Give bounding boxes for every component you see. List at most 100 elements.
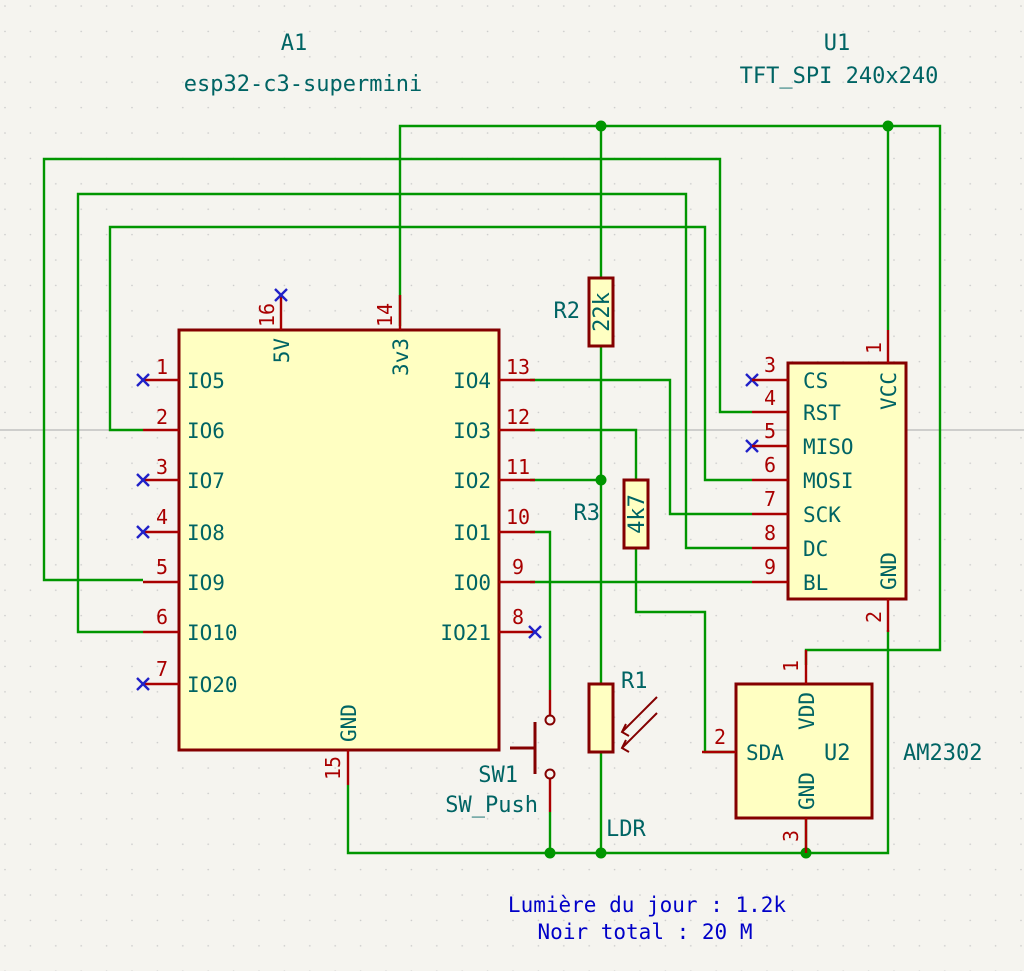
r1-value: LDR (606, 817, 646, 842)
no-connect-markers (136, 288, 759, 691)
wire-io10-dc (76, 192, 752, 634)
a1-value: esp32-c3-supermini (184, 72, 422, 97)
wire-io1-sw1 (530, 530, 552, 690)
a1-pin8-num: 8 (512, 605, 524, 629)
wires (42, 124, 942, 855)
a1-pin6-num: 6 (156, 605, 168, 629)
r2-body (587, 276, 615, 348)
light-arrows-icon (620, 696, 658, 753)
a1-pin1-num: 1 (156, 355, 168, 379)
r3-resistor[interactable]: R3 4k7 (574, 478, 651, 550)
a1-left-pins (143, 378, 179, 686)
r3-body (622, 478, 650, 550)
a1-pin12-name: IO3 (453, 419, 491, 443)
junction-dot (595, 847, 607, 859)
u1-pin1-num: 1 (862, 342, 886, 354)
a1-pin12-num: 12 (506, 405, 530, 429)
wire-io4-sck (530, 378, 752, 516)
a1-pin10-num: 10 (506, 505, 530, 529)
u1-pin5-num: 5 (764, 419, 776, 443)
r3-ref: R3 (574, 501, 601, 526)
sw1-ref: SW1 (478, 763, 518, 788)
a1-pin8-name: IO21 (440, 621, 491, 645)
no-connect-mark (136, 473, 150, 487)
u1-pin5-name: MISO (803, 435, 854, 459)
junction-dot (595, 120, 607, 132)
a1-pin14-num: 14 (373, 303, 397, 327)
u1-tft-display[interactable]: U1 TFT_SPI 240x240 3 4 5 6 7 8 9 CS RST … (740, 31, 939, 632)
u1-pin2-num: 2 (862, 611, 886, 623)
a1-body (177, 328, 501, 752)
a1-pin7-name: IO20 (187, 673, 238, 697)
u2-pin3-name: GND (795, 772, 819, 810)
u1-pin3-name: CS (803, 369, 828, 393)
a1-pin5-num: 5 (156, 555, 168, 579)
u1-pin4-num: 4 (764, 386, 776, 410)
sw1-contact (544, 714, 556, 726)
a1-ref: A1 (281, 31, 308, 56)
note-line2: Noir total : 20 M (538, 920, 753, 944)
a1-esp32-module[interactable]: A1 esp32-c3-supermini 1 2 3 4 5 6 7 IO5 … (143, 31, 535, 785)
r2-value: 22k (590, 292, 615, 332)
u2-ref: U2 (824, 741, 851, 766)
a1-right-pins (499, 378, 535, 634)
a1-pin11-name: IO2 (453, 469, 491, 493)
wire-io3-r3 (530, 428, 638, 480)
u2-pin1-name: VDD (795, 692, 819, 730)
a1-pin7-num: 7 (156, 657, 168, 681)
a1-pin3-name: IO7 (187, 469, 225, 493)
a1-pin15-name: GND (337, 704, 361, 742)
u1-pin4-name: RST (803, 401, 841, 425)
u1-ref: U1 (824, 31, 851, 56)
u1-pin7-name: SCK (803, 503, 841, 527)
u1-pin1-name: VCC (877, 372, 901, 410)
a1-pin5-name: IO9 (187, 571, 225, 595)
a1-pin15-num: 15 (321, 756, 345, 780)
no-connect-mark (274, 288, 288, 302)
u1-pin9-name: BL (803, 571, 828, 595)
u1-pin2-name: GND (877, 552, 901, 590)
no-connect-mark (136, 373, 150, 387)
a1-pin3-num: 3 (156, 455, 168, 479)
a1-pin9-name: IO0 (453, 571, 491, 595)
a1-pin1-name: IO5 (187, 369, 225, 393)
u1-pin8-num: 8 (764, 521, 776, 545)
u1-pin3-num: 3 (764, 353, 776, 377)
r1-ref: R1 (621, 669, 648, 694)
sw1-push-button[interactable]: SW1 SW_Push (445, 690, 556, 818)
sw1-value: SW_Push (445, 793, 538, 818)
u2-value: AM2302 (903, 741, 982, 766)
junction-dot (595, 474, 607, 486)
no-connect-mark (136, 677, 150, 691)
wire-io6-mosi (108, 225, 752, 482)
a1-pin13-num: 13 (506, 355, 530, 379)
a1-pin2-num: 2 (156, 405, 168, 429)
u2-pin3-num: 3 (779, 830, 803, 842)
u2-pin2-num: 2 (714, 725, 726, 749)
r2-ref: R2 (554, 299, 581, 324)
a1-pin6-name: IO10 (187, 621, 238, 645)
r1-ldr[interactable]: R1 LDR (587, 669, 658, 842)
u1-body (786, 361, 908, 601)
u1-value: TFT_SPI 240x240 (740, 64, 939, 89)
wire-io9-rst (42, 157, 752, 582)
u2-body (734, 682, 874, 820)
r3-value: 4k7 (625, 494, 650, 534)
a1-pin11-num: 11 (506, 455, 530, 479)
junction-dot (882, 120, 894, 132)
a1-pin4-num: 4 (156, 505, 168, 529)
a1-pin13-name: IO4 (453, 369, 491, 393)
a1-pin9-num: 9 (512, 555, 524, 579)
no-connect-mark (528, 625, 542, 639)
a1-pin10-name: IO1 (453, 521, 491, 545)
r2-resistor[interactable]: R2 22k (554, 276, 616, 348)
u2-pin1-num: 1 (779, 660, 803, 672)
a1-pin16-num: 16 (255, 303, 279, 327)
u1-pin6-num: 6 (764, 453, 776, 477)
u1-pin9-num: 9 (764, 555, 776, 579)
u1-left-pins (752, 378, 788, 584)
no-connect-mark (136, 525, 150, 539)
u2-am2302-sensor[interactable]: U2 AM2302 1 2 3 VDD SDA GND (702, 650, 982, 853)
u1-pin8-name: DC (803, 537, 828, 561)
